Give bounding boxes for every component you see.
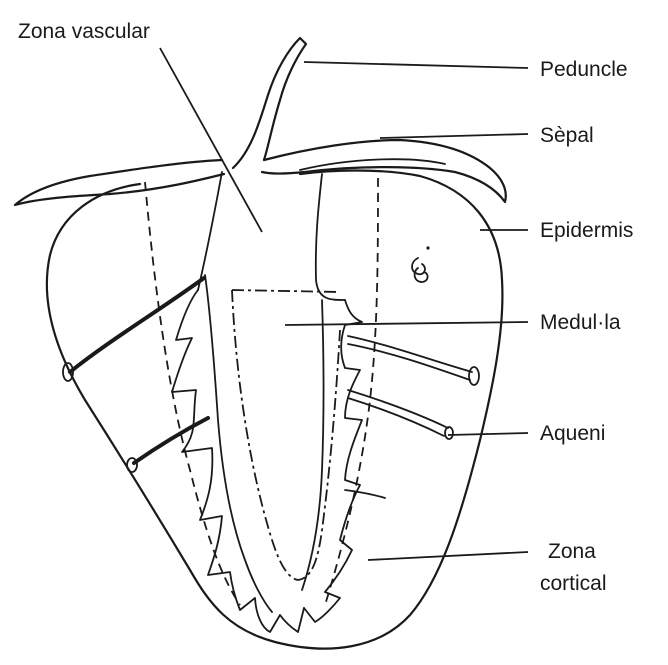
- leader-zona-cortical: [368, 552, 528, 560]
- leader-medulla: [285, 322, 528, 325]
- left-inner-teeth: [172, 290, 304, 632]
- surface-dot: [426, 246, 429, 249]
- leader-sepal: [380, 134, 528, 138]
- label-epidermis: Epidermis: [540, 219, 633, 242]
- achene-right-mid-node: [445, 427, 453, 439]
- cortical-bundle-left: [145, 182, 240, 605]
- label-aqueni: Aqueni: [540, 422, 605, 445]
- achene-right-upper: [348, 336, 472, 380]
- sepal-left: [15, 160, 224, 205]
- label-peduncle: Peduncle: [540, 58, 628, 81]
- label-zona-cortical-line1: Zona: [548, 540, 596, 563]
- achene-right-lower: [345, 490, 385, 498]
- label-zona-cortical-line2: cortical: [540, 572, 607, 595]
- label-medulla: Medul·la: [540, 311, 621, 334]
- achene-right-mid: [348, 390, 448, 436]
- leader-aqueni: [448, 433, 528, 435]
- right-inner-teeth: [304, 300, 362, 622]
- achene-left-lower-node: [127, 458, 137, 472]
- peduncle-stem: [233, 38, 306, 168]
- fruit-outline: [47, 171, 503, 649]
- surface-mark: [412, 258, 428, 282]
- vascular-boundary-right: [316, 174, 345, 300]
- label-zona-vascular: Zona vascular: [18, 20, 150, 43]
- achene-right-upper-node: [469, 367, 479, 385]
- achene-left-lower: [134, 418, 208, 463]
- right-inner-teeth-back: [302, 300, 324, 590]
- vascular-boundary-left: [198, 172, 222, 290]
- leader-peduncle: [304, 62, 528, 68]
- leader-zona-vascular: [160, 48, 262, 232]
- label-sepal: Sèpal: [540, 124, 594, 147]
- left-inner-teeth-back: [205, 275, 272, 612]
